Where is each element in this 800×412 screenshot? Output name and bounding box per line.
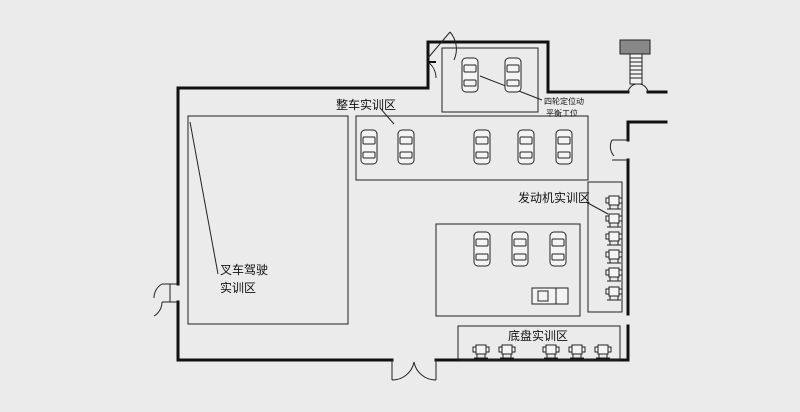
door-right bbox=[609, 139, 628, 161]
car-icon bbox=[504, 57, 522, 93]
car-icon bbox=[397, 129, 415, 165]
car-icon bbox=[461, 57, 479, 93]
chassis-stand-icon bbox=[568, 344, 586, 359]
zone-box-engine bbox=[587, 181, 623, 313]
zone-box-middle bbox=[435, 223, 581, 317]
zone-box-forklift bbox=[187, 115, 349, 325]
label-wheel-alignment-line2: 平衡工位 bbox=[546, 108, 578, 118]
zone-box-wheel-alignment bbox=[441, 47, 539, 113]
label-forklift-line2: 实训区 bbox=[220, 280, 256, 295]
car-icon bbox=[473, 231, 491, 267]
engine-stand-icon bbox=[605, 267, 623, 282]
car-icon bbox=[511, 231, 529, 267]
engine-stand-icon bbox=[605, 213, 623, 228]
label-engine-zone: 发动机实训区 bbox=[518, 190, 590, 205]
engine-stand-icon bbox=[605, 249, 623, 264]
car-icon bbox=[549, 231, 567, 267]
vehicle-icon bbox=[531, 287, 569, 305]
door-top bbox=[427, 31, 457, 79]
label-whole-vehicle-zone: 整车实训区 bbox=[336, 97, 396, 112]
car-icon bbox=[517, 129, 535, 165]
car-icon bbox=[555, 129, 573, 165]
engine-stand-icon bbox=[605, 286, 623, 301]
label-wheel-alignment-line1: 四轮定位动 bbox=[544, 96, 584, 106]
zone-box-chassis bbox=[457, 325, 621, 361]
chassis-stand-icon bbox=[594, 344, 612, 359]
zone-box-whole-vehicle bbox=[355, 115, 589, 181]
chassis-stand-icon bbox=[498, 344, 516, 359]
engine-stand-icon bbox=[605, 231, 623, 246]
car-icon bbox=[473, 129, 491, 165]
car-icon bbox=[360, 129, 378, 165]
chassis-stand-icon bbox=[472, 344, 490, 359]
door-left bbox=[153, 283, 178, 317]
label-chassis-zone: 底盘实训区 bbox=[508, 328, 568, 343]
chassis-stand-icon bbox=[542, 344, 560, 359]
leader-forklift bbox=[189, 121, 219, 275]
door-bottom bbox=[391, 360, 437, 381]
leader-whole-vehicle bbox=[379, 107, 395, 125]
entrance-stair bbox=[619, 39, 651, 93]
engine-stand-icon bbox=[605, 195, 623, 210]
entrance-canopy bbox=[619, 39, 651, 55]
label-forklift-line1: 叉车驾驶 bbox=[220, 262, 268, 277]
leader-engine bbox=[585, 201, 609, 215]
